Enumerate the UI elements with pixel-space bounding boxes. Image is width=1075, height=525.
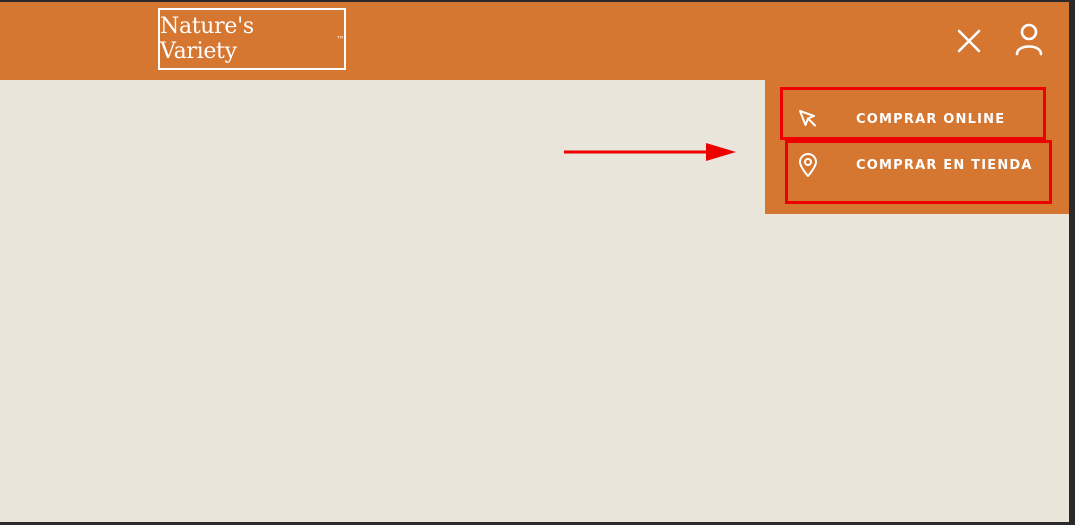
- menu-item-label: COMPRAR EN TIENDA: [856, 157, 1033, 173]
- account-button[interactable]: [1012, 22, 1046, 56]
- brand-logo[interactable]: Nature's Variety ™: [158, 8, 346, 70]
- close-icon: [957, 29, 981, 53]
- menu-item-label: COMPRAR ONLINE: [856, 111, 1006, 127]
- shop-dropdown-menu: COMPRAR ONLINE COMPRAR EN TIENDA: [765, 80, 1069, 214]
- user-icon: [1015, 23, 1043, 56]
- cursor-arrow-icon: [796, 107, 820, 131]
- close-button[interactable]: [952, 24, 986, 58]
- logo-text: Nature's Variety: [160, 14, 254, 64]
- menu-item-comprar-en-tienda[interactable]: COMPRAR EN TIENDA: [782, 142, 1044, 188]
- window-edge: [1069, 0, 1075, 525]
- menu-item-comprar-online[interactable]: COMPRAR ONLINE: [782, 96, 1044, 142]
- annotation-arrow-icon: [564, 143, 736, 161]
- logo-trademark: ™: [336, 34, 344, 44]
- site-header: Nature's Variety ™: [0, 2, 1069, 80]
- location-pin-icon: [796, 153, 820, 177]
